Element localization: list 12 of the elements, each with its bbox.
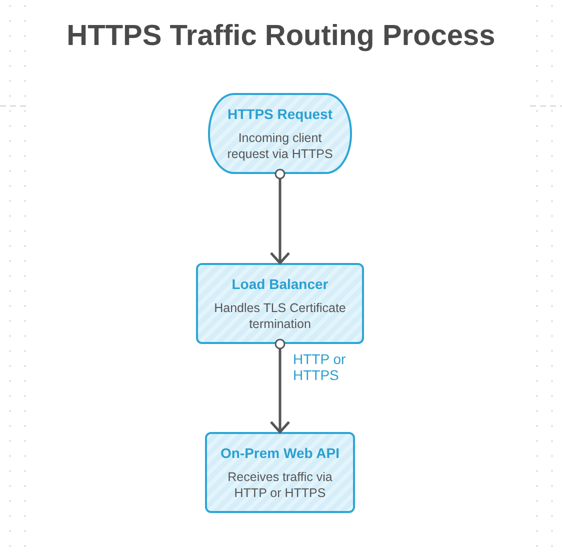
process-box [205,432,355,513]
arrow [270,168,290,264]
diagram-title: HTTPS Traffic Routing Process [66,19,496,54]
node-title: On-Prem Web API [220,444,340,462]
rounded-terminal-box [208,93,352,174]
node-title: HTTPS Request [227,106,332,122]
arrow [270,338,290,434]
node-description: Handles TLS Certificate termination [213,300,347,332]
node-description: Incoming client request via HTTPS [226,130,334,162]
process-box [196,263,364,344]
node-title: Load Balancer [232,276,328,292]
node-description: Receives traffic via HTTP or HTTPS [226,468,334,500]
